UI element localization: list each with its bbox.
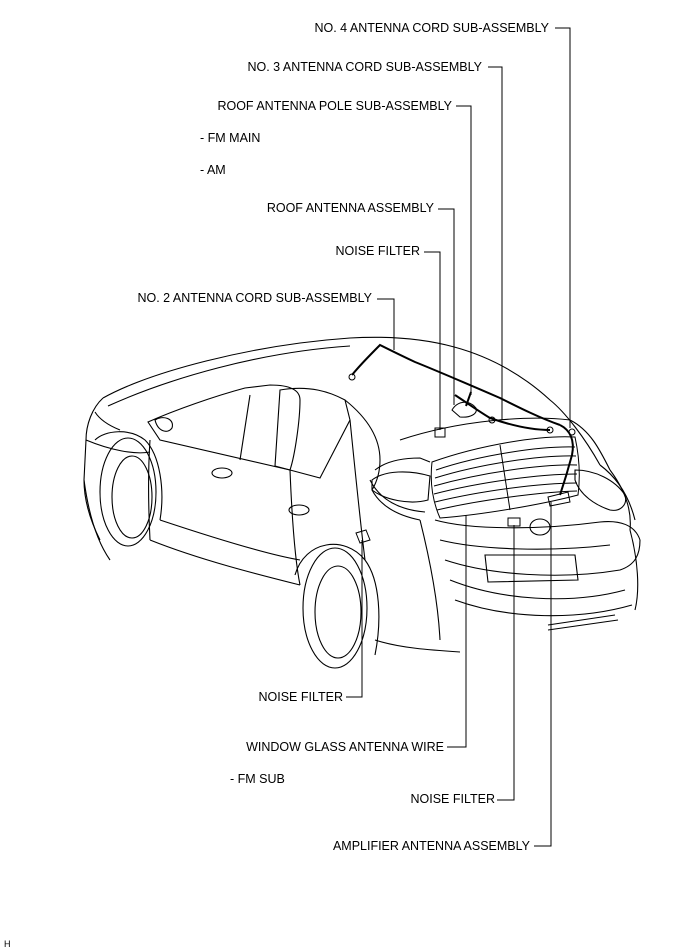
roof-antenna-pole — [465, 391, 472, 407]
label-no4-antenna-cord: NO. 4 ANTENNA CORD SUB-ASSEMBLY — [314, 21, 549, 35]
antenna-cords — [351, 343, 574, 496]
car-body — [83, 336, 641, 669]
noise-filter-side — [355, 529, 371, 544]
leader-lines — [346, 27, 571, 847]
roof-antenna-base — [451, 401, 477, 418]
noise-filter-rear — [507, 517, 521, 527]
leader-noise-filter-side — [346, 540, 363, 698]
label-no3-antenna-cord: NO. 3 ANTENNA CORD SUB-ASSEMBLY — [247, 60, 482, 74]
amplifier-antenna — [547, 491, 571, 507]
label-fm-sub: - FM SUB — [230, 772, 285, 786]
label-am: - AM — [200, 163, 226, 177]
label-fm-main: - FM MAIN — [200, 131, 261, 145]
leader-noise-filter-rear — [497, 525, 515, 801]
label-noise-filter-top: NOISE FILTER — [335, 244, 420, 258]
label-roof-antenna-pole: ROOF ANTENNA POLE SUB-ASSEMBLY — [217, 99, 452, 113]
leader-no3-cord — [488, 66, 503, 420]
label-noise-filter-rear: NOISE FILTER — [410, 792, 495, 806]
leader-no2-cord — [377, 298, 395, 350]
noise-filter-top — [434, 427, 446, 438]
leader-roof-antenna — [438, 208, 455, 405]
label-amplifier-antenna-assembly: AMPLIFIER ANTENNA ASSEMBLY — [332, 839, 530, 853]
label-roof-antenna-assembly: ROOF ANTENNA ASSEMBLY — [266, 201, 434, 215]
components — [348, 373, 576, 544]
leader-no4-cord — [555, 27, 571, 428]
rear-window — [430, 436, 580, 519]
label-no2-antenna-cord: NO. 2 ANTENNA CORD SUB-ASSEMBLY — [137, 291, 372, 305]
leader-noise-filter-top — [424, 251, 441, 430]
label-noise-filter-side: NOISE FILTER — [258, 690, 343, 704]
label-window-glass-antenna-wire: WINDOW GLASS ANTENNA WIRE — [246, 740, 444, 754]
leader-amplifier — [534, 502, 552, 847]
corner-mark: H — [4, 939, 11, 949]
leader-window-glass — [447, 515, 467, 748]
leader-roof-pole — [456, 105, 472, 395]
